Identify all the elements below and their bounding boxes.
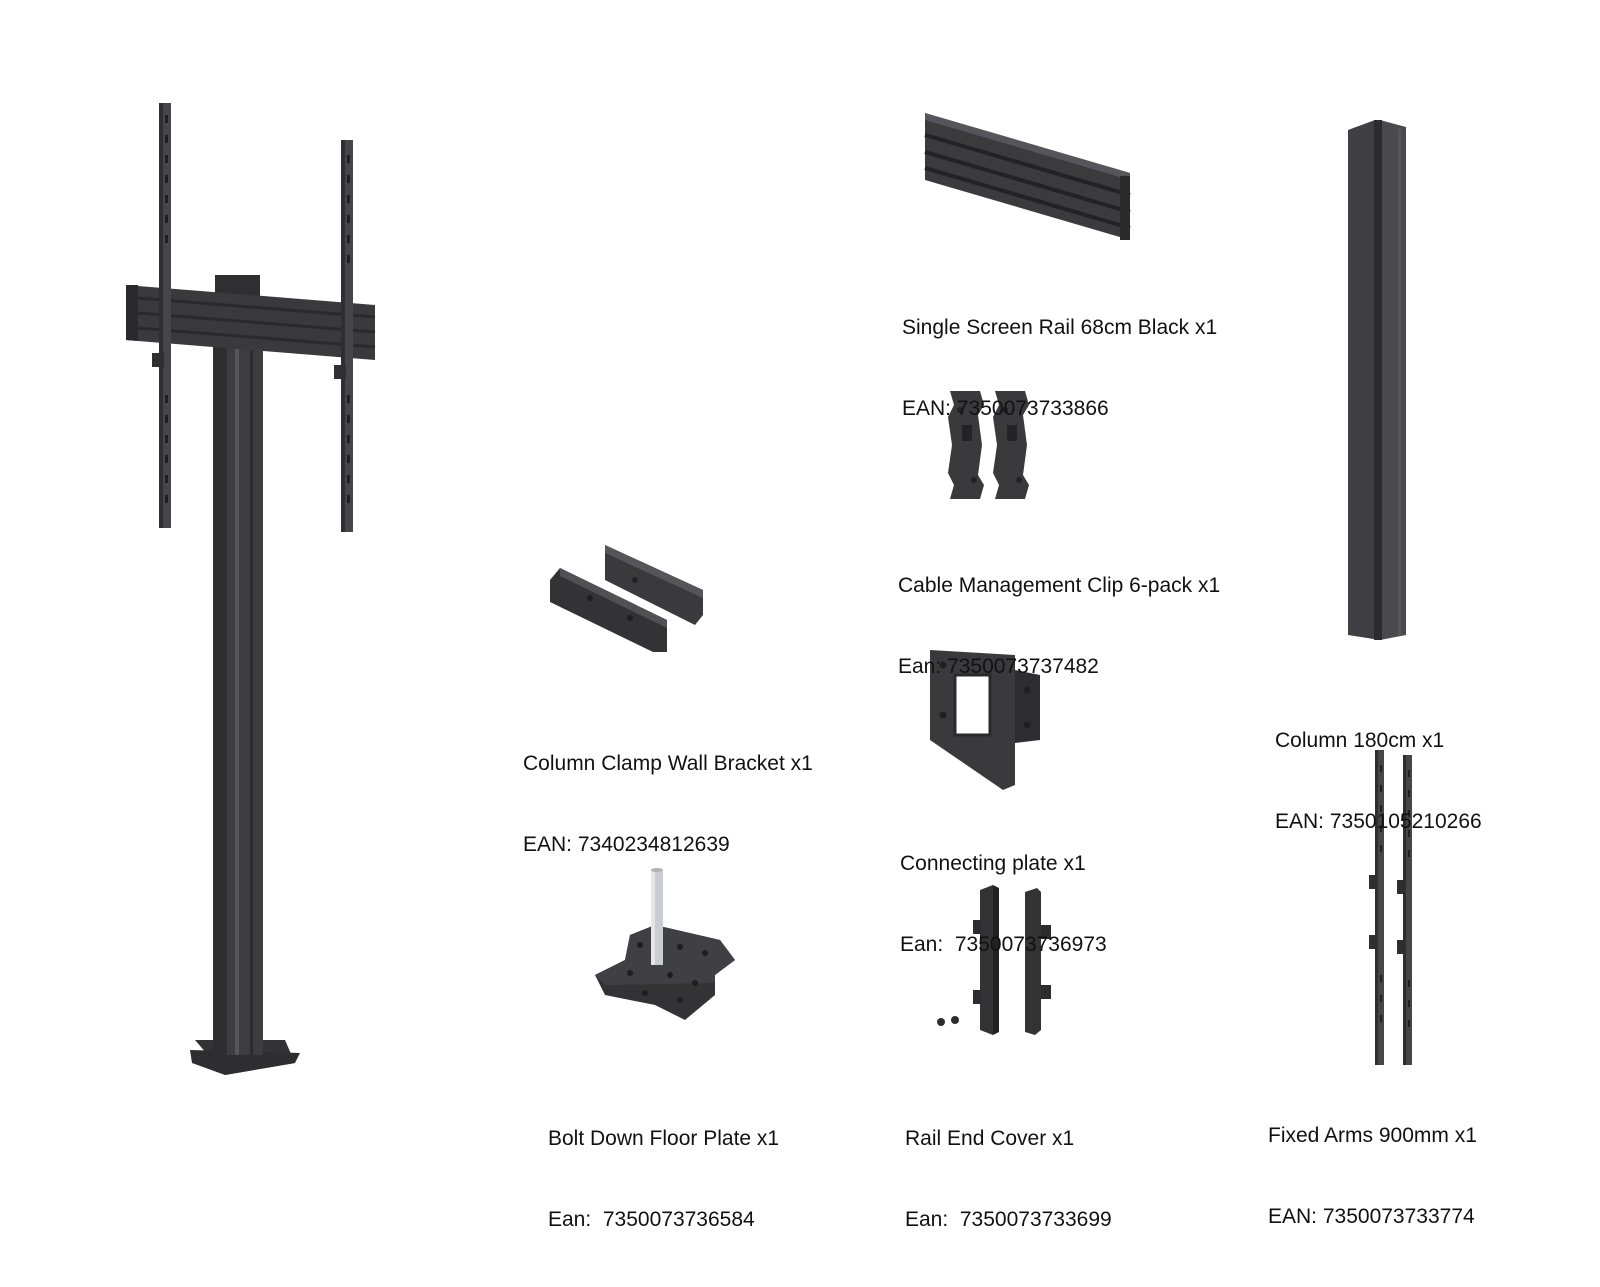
- column-image: [1348, 120, 1406, 640]
- arms-image: [1369, 750, 1412, 1065]
- label-clamp: Column Clamp Wall Bracket x1 EAN: 734023…: [523, 696, 813, 912]
- part-ean: Ean: 7350073733699: [905, 1208, 1112, 1231]
- part-ean: Ean: 7350073736973: [900, 933, 1107, 956]
- label-endcover: Rail End Cover x1 Ean: 7350073733699: [905, 1071, 1112, 1287]
- part-ean: EAN: 7350073733866: [902, 397, 1109, 420]
- part-name: Column Clamp Wall Bracket x1: [523, 752, 813, 775]
- label-rail: Single Screen Rail 68cm Black x1 EAN: 73…: [902, 260, 1217, 476]
- floorplate-image: [595, 868, 735, 1020]
- label-connecting: Connecting plate x1 Ean: 7350073736973: [900, 796, 1107, 1012]
- part-name: Fixed Arms 900mm x1: [1268, 1124, 1477, 1147]
- label-clip: Cable Management Clip 6-pack x1 Ean: 735…: [898, 518, 1220, 734]
- label-floorplate: Bolt Down Floor Plate x1 Ean: 7350073736…: [548, 1071, 779, 1287]
- part-ean: EAN: 7350073733774: [1268, 1205, 1475, 1228]
- rail-image: [924, 113, 1131, 240]
- product-components-sheet: Single Screen Rail 68cm Black x1 EAN: 73…: [126, 103, 1482, 1231]
- part-name: Rail End Cover x1: [905, 1127, 1075, 1150]
- part-name: Cable Management Clip 6-pack x1: [898, 574, 1221, 597]
- part-ean: EAN: 7350105210266: [1275, 810, 1482, 833]
- connecting-image: [930, 650, 1040, 790]
- label-column: Column 180cm x1 EAN: 7350105210266: [1275, 673, 1482, 889]
- clip-image: [948, 391, 1029, 499]
- clamp-image: [550, 545, 703, 652]
- assembled-floor-stand-image: [126, 103, 376, 1075]
- part-name: Bolt Down Floor Plate x1: [548, 1127, 780, 1150]
- part-ean: EAN: 7340234812639: [523, 833, 730, 856]
- endcover-image: [937, 885, 1051, 1035]
- part-ean: Ean: 7350073736584: [548, 1208, 755, 1231]
- part-ean: Ean: 7350073737482: [898, 655, 1099, 678]
- part-name: Column 180cm x1: [1275, 729, 1445, 752]
- part-name: Single Screen Rail 68cm Black x1: [902, 316, 1218, 339]
- label-arms: Fixed Arms 900mm x1 EAN: 7350073733774: [1268, 1068, 1477, 1284]
- part-name: Connecting plate x1: [900, 852, 1086, 875]
